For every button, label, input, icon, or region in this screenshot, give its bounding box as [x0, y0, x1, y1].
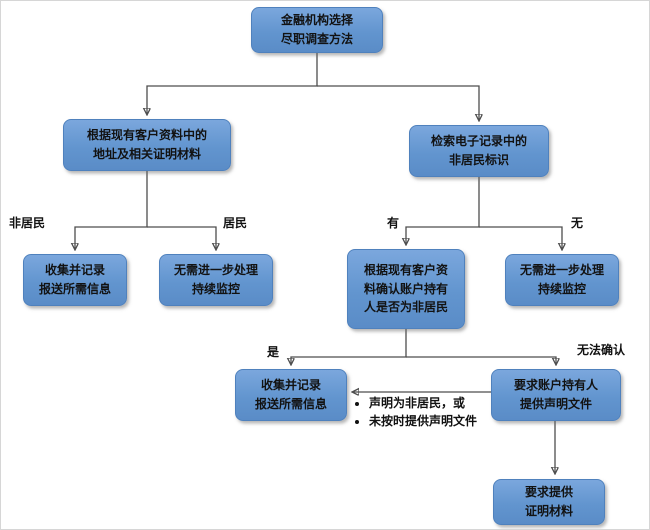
- node-request-proof: 要求提供 证明材料: [493, 479, 605, 525]
- edge-label-has-indicator: 有: [387, 216, 400, 230]
- annotation-item: 声明为非居民，或: [369, 394, 479, 412]
- edge-label-resident: 居民: [223, 216, 248, 230]
- edge-label-yes: 是: [267, 345, 280, 359]
- connector-address-check-to-collect-left: [75, 171, 148, 249]
- connector-root-to-address-check: [147, 53, 318, 114]
- connector-electronic-search-to-confirm: [406, 177, 480, 244]
- node-root: 金融机构选择 尽职调查方法: [251, 7, 383, 53]
- node-address-check: 根据现有客户资料中的 地址及相关证明材料: [63, 119, 231, 171]
- node-collect-report-left: 收集并记录 报送所需信息: [23, 254, 127, 306]
- node-electronic-search: 检索电子记录中的 非居民标识: [409, 125, 549, 177]
- connector-address-check-to-no-action-left: [147, 226, 216, 249]
- node-request-declaration: 要求账户持有人 提供声明文件: [491, 369, 621, 421]
- edge-label-non-resident: 非居民: [9, 216, 46, 230]
- connector-electronic-search-to-no-action-right: [479, 226, 562, 249]
- connector-confirm-to-request-declaration: [406, 356, 556, 364]
- node-collect-report-mid: 收集并记录 报送所需信息: [235, 369, 347, 421]
- declaration-annotation-list: 声明为非居民，或 未按时提供声明文件: [353, 394, 479, 430]
- connector-confirm-to-collect-mid: [291, 329, 407, 364]
- connector-root-to-electronic-search: [317, 85, 479, 120]
- node-no-action-right: 无需进一步处理 持续监控: [505, 254, 619, 306]
- node-confirm-nonresident: 根据现有客户资 料确认账户持有 人是否为非居民: [347, 249, 465, 329]
- annotation-item: 未按时提供声明文件: [369, 412, 479, 430]
- edge-label-no-indicator: 无: [571, 216, 584, 230]
- edge-label-cannot-confirm: 无法确认: [577, 343, 626, 357]
- node-no-action-left: 无需进一步处理 持续监控: [159, 254, 273, 306]
